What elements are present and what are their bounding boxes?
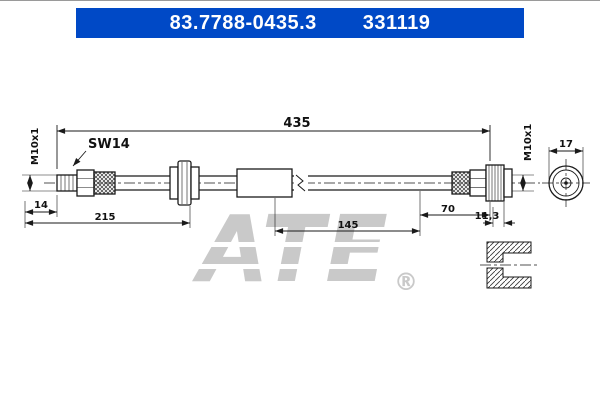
left-fitting	[56, 169, 116, 197]
dim-215-label: 215	[95, 212, 116, 223]
thread-left-label: M10x1	[30, 128, 41, 165]
right-fitting	[451, 164, 513, 202]
header-bar: 83.7788-0435.3 331119	[76, 8, 524, 38]
protective-sleeve	[236, 168, 293, 198]
mounting-grommet	[169, 160, 200, 206]
crimp-sleeve	[451, 171, 471, 195]
cross-section-detail	[480, 241, 538, 289]
dimensions: 435 SW14 M10x1 M10x1 14	[22, 116, 534, 236]
dim-11-3-label: 11,3	[475, 211, 500, 222]
break-symbol	[294, 173, 308, 193]
crimp-sleeve	[93, 171, 116, 195]
hex-nut	[76, 169, 95, 197]
end-view: 17	[542, 139, 590, 207]
dim-14-label: 14	[34, 200, 48, 211]
part-number: 83.7788-0435.3	[169, 11, 317, 34]
ref-number: 331119	[362, 11, 431, 34]
ate-watermark: ATE ®	[198, 204, 418, 296]
end-cap	[503, 168, 513, 198]
watermark-stripe	[192, 242, 400, 247]
ate-watermark-text: ATE	[198, 196, 389, 303]
dim-overall-label: 435	[283, 116, 310, 131]
dim-17-label: 17	[559, 139, 573, 150]
dim-70-label: 70	[441, 204, 455, 215]
watermark-stripe	[192, 264, 400, 269]
thread-right-label: M10x1	[523, 124, 534, 161]
wrench-size-label: SW14	[88, 137, 130, 152]
dim-145-label: 145	[338, 220, 359, 231]
hex-nut	[469, 169, 487, 197]
registered-trademark-icon: ®	[394, 268, 418, 296]
